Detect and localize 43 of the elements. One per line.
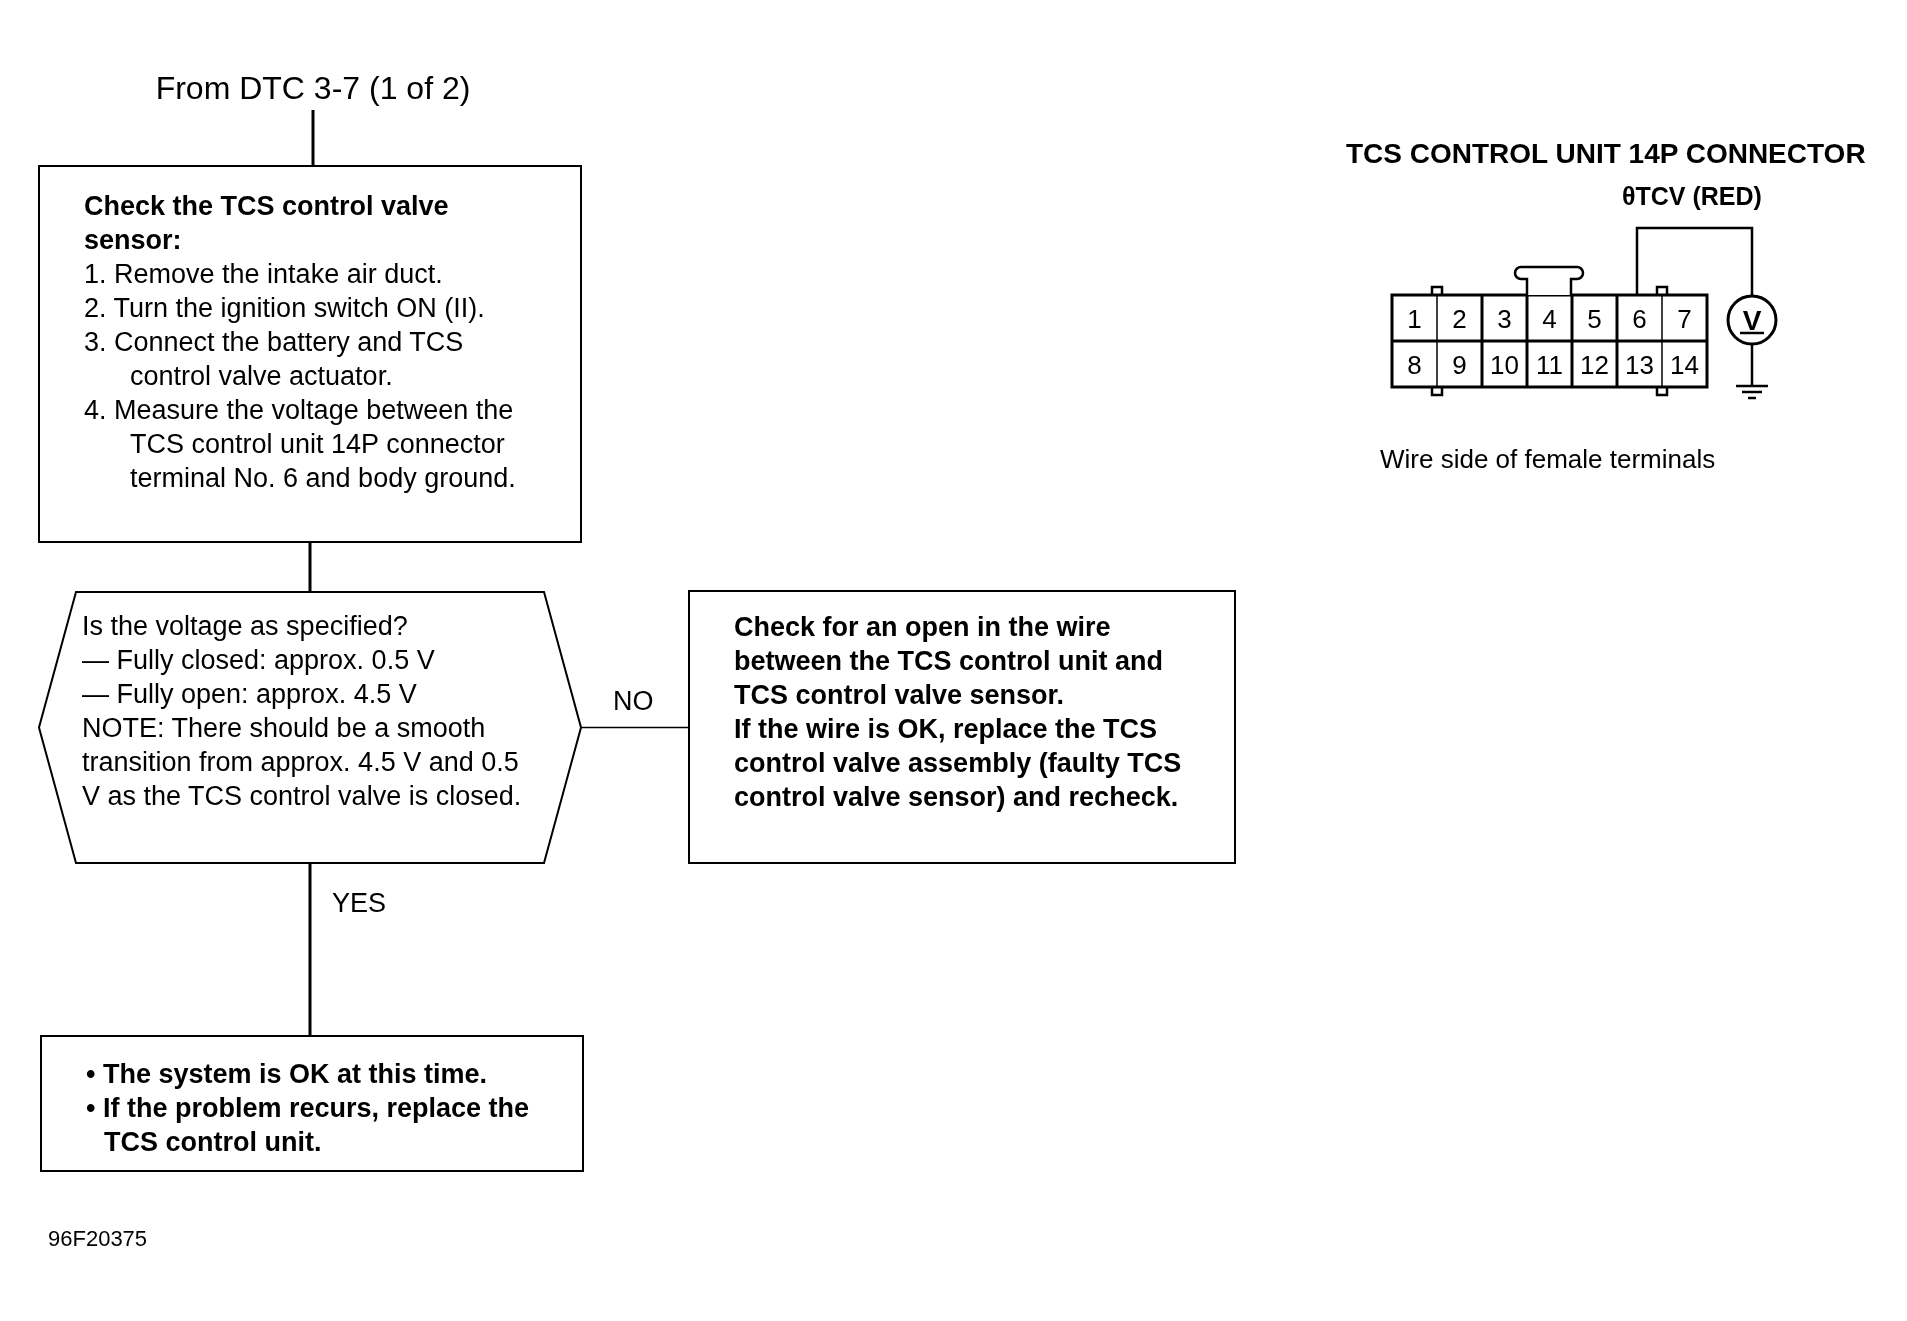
step-item: 4. Measure the voltage between the TCS control unit 14P connector terminal No. 6 and body ground. bbox=[84, 394, 517, 495]
figure-number: 96F20375 bbox=[48, 1226, 148, 1252]
instruction-text: Check for an open in the wire between the TCS control unit and TCS control valve sensor. bbox=[734, 611, 1164, 712]
pin-number: 14 bbox=[1670, 350, 1699, 380]
pin-number: 4 bbox=[1542, 304, 1557, 334]
voltmeter-symbol: V bbox=[1742, 305, 1762, 336]
process-box bbox=[38, 165, 582, 543]
reference-text: From DTC 3-7 (1 of 2) bbox=[148, 66, 478, 110]
process-box bbox=[688, 590, 1236, 864]
connector-line bbox=[581, 726, 689, 729]
condition-text: — Fully closed: approx. 0.5 V bbox=[82, 644, 436, 677]
edge-label: NO bbox=[613, 684, 654, 718]
pin-number: 6 bbox=[1632, 304, 1647, 334]
pin-number: 11 bbox=[1536, 350, 1563, 380]
connector-line bbox=[308, 543, 312, 591]
bullet-item: • If the problem recurs, replace the TCS control unit. bbox=[86, 1092, 531, 1159]
step-item: 3. Connect the battery and TCS control valve actuator. bbox=[84, 326, 465, 393]
step-heading: Check the TCS control valve sensor: bbox=[84, 190, 450, 257]
pin-number: 8 bbox=[1407, 350, 1422, 380]
wire-label: θTCV (RED) bbox=[1622, 182, 1762, 211]
bullet-item: • The system is OK at this time. bbox=[86, 1058, 489, 1091]
note-text: NOTE: There should be a smooth transition from approx. 4.5 V and 0.5 V as the TCS control valve is closed. bbox=[82, 712, 523, 813]
pin-number: 12 bbox=[1580, 350, 1609, 380]
pin-number: 7 bbox=[1677, 304, 1692, 334]
step-item: 2. Turn the ignition switch ON (II). bbox=[84, 292, 486, 325]
pin-number: 5 bbox=[1587, 304, 1602, 334]
process-box bbox=[40, 1035, 584, 1172]
pin-number: 9 bbox=[1452, 350, 1467, 380]
drawing-caption: Wire side of female terminals bbox=[1380, 444, 1716, 475]
instruction-text: If the wire is OK, replace the TCS control valve assembly (faulty TCS control valve sensor) and recheck. bbox=[734, 713, 1183, 814]
pin-number: 13 bbox=[1625, 350, 1654, 380]
pin-number: 1 bbox=[1407, 304, 1422, 334]
pin-number: 10 bbox=[1490, 350, 1519, 380]
pin-number: 2 bbox=[1452, 304, 1467, 334]
edge-label: YES bbox=[332, 887, 387, 920]
connector-line bbox=[311, 110, 315, 165]
connector-line bbox=[308, 864, 312, 1035]
decision-hexagon bbox=[38, 591, 582, 864]
pin-number: 3 bbox=[1497, 304, 1512, 334]
drawing-title: TCS CONTROL UNIT 14P CONNECTOR bbox=[1346, 138, 1866, 170]
step-item: 1. Remove the intake air duct. bbox=[84, 258, 444, 291]
condition-text: — Fully open: approx. 4.5 V bbox=[82, 678, 418, 711]
question-text: Is the voltage as specified? bbox=[82, 610, 409, 643]
